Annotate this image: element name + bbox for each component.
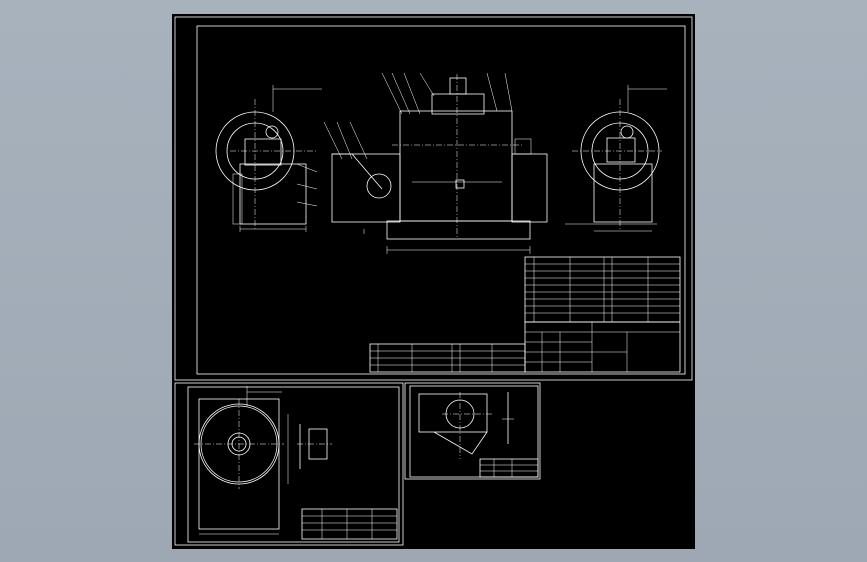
detail-fan-disk: [194, 386, 398, 540]
dryer-body-view: [323, 72, 548, 254]
top-duct: [449, 77, 467, 95]
hopper-slope: [332, 153, 383, 190]
right-duct: [511, 153, 548, 223]
lower-mid-frame-outer: [404, 382, 541, 480]
leader: [403, 72, 421, 115]
leader: [349, 121, 368, 160]
hopper-top-box: [418, 393, 488, 433]
cad-drawing: [174, 16, 693, 546]
fan-base: [239, 163, 307, 225]
fan-inlet-box: [606, 137, 636, 163]
left-fan-view: [215, 85, 322, 232]
lower-left-frame-outer: [174, 382, 404, 546]
right-fan-view: [565, 85, 667, 232]
left-hopper: [331, 153, 401, 223]
leader: [419, 72, 435, 97]
leader: [296, 163, 318, 173]
upper-frame-inner: [196, 25, 686, 375]
leader: [296, 201, 318, 207]
right-duct-collar: [514, 138, 532, 155]
parts-table-border: [524, 256, 681, 323]
fan-hub-circle: [620, 125, 634, 139]
parts-list-lower: [369, 343, 526, 373]
lower-left-frame-inner: [187, 386, 400, 543]
fan-hub-circle: [265, 125, 279, 139]
fan-side-plate: [232, 173, 243, 225]
leader: [336, 121, 353, 160]
leader: [391, 72, 411, 115]
fan-inlet-box: [244, 138, 282, 166]
dryer-casing: [399, 110, 513, 222]
bearing-block: [455, 179, 465, 189]
dryer-base: [386, 220, 531, 240]
leader: [323, 121, 343, 160]
title-block: [524, 321, 681, 373]
detail-hopper: [418, 392, 539, 478]
upper-frame-outer: [174, 16, 693, 381]
leader: [381, 72, 403, 115]
lower-mid-frame-inner: [409, 385, 539, 478]
parts-list-table: [524, 256, 681, 373]
leader: [504, 72, 513, 112]
hopper-title-block: [479, 458, 539, 478]
leader: [296, 183, 318, 190]
detail-title-block: [301, 508, 398, 540]
left-port-circle: [366, 173, 392, 199]
fan-base: [593, 163, 653, 223]
drawing-sheet[interactable]: [172, 14, 695, 549]
hopper-taper: [433, 431, 488, 455]
leader: [486, 72, 498, 112]
